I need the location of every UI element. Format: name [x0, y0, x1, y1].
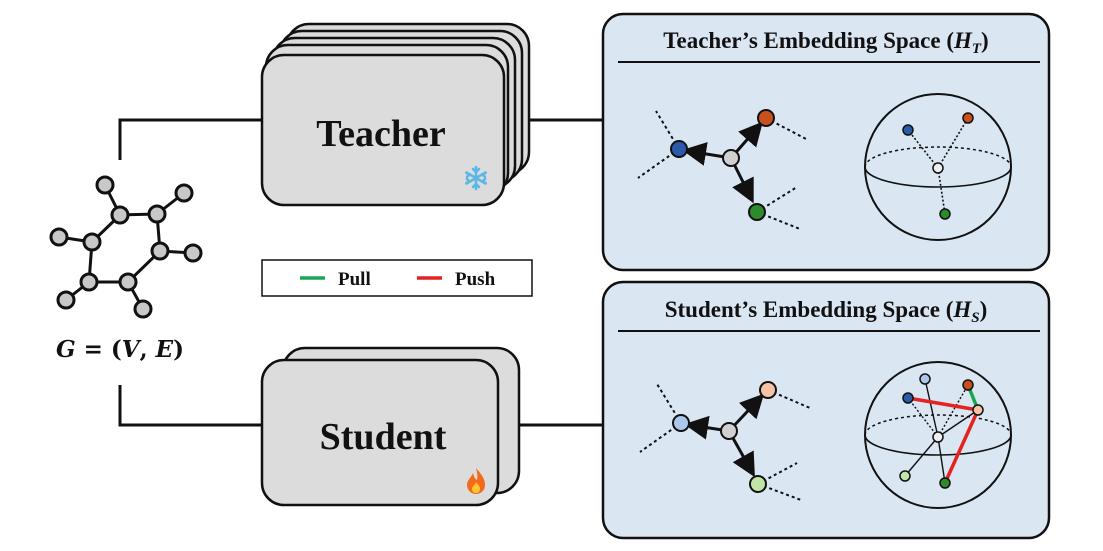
- push-line-lower: [943, 409, 980, 484]
- teacher-anchor-node: [722, 149, 740, 167]
- teacher-blue-node: [670, 140, 688, 158]
- fire-icon: [467, 468, 485, 494]
- student-green-node: [749, 475, 767, 493]
- teacher-sphere: [864, 93, 1012, 241]
- graph-label-close: ): [173, 336, 184, 363]
- graph-label-v: V: [122, 336, 142, 363]
- graph-label-comma: ,: [140, 336, 156, 363]
- teacher-green-node: [748, 203, 766, 221]
- student-sphere: [864, 361, 1012, 509]
- teacher-space-title: Teacher’s Embedding Space (HT): [663, 28, 988, 57]
- teacher-orange-node: [757, 109, 775, 127]
- student-label: Student: [320, 416, 447, 458]
- teacher-embedding-panel: Teacher’s Embedding Space (HT): [601, 12, 1051, 272]
- connector-lines: [118, 118, 603, 427]
- student-anchor-node: [720, 422, 738, 440]
- graph-label: G = (V, E): [56, 336, 184, 363]
- push-line-upper: [907, 396, 979, 412]
- student-local-structure: [639, 381, 811, 501]
- graph-label-eq: = (: [76, 336, 122, 363]
- student-embedding-panel: Student’s Embedding Space (HS): [601, 280, 1051, 540]
- teacher-label: Teacher: [316, 113, 446, 155]
- student-model-stack: [260, 346, 521, 507]
- teacher-local-structure: [637, 109, 809, 230]
- teacher-model-box: [260, 53, 506, 207]
- student-space-title: Student’s Embedding Space (HS): [665, 297, 988, 326]
- graph-to-teacher-line: [118, 118, 262, 160]
- teacher-model-stack: [260, 22, 531, 207]
- molecule-graph: [49, 175, 203, 319]
- legend-pull-label: Pull: [338, 269, 371, 290]
- student-model-box: [260, 358, 500, 507]
- legend: Pull Push: [261, 259, 533, 297]
- graph-label-g: G: [56, 336, 76, 363]
- graph-to-student-line: [118, 385, 262, 427]
- graph-label-e: E: [155, 336, 174, 363]
- student-blue-node: [672, 414, 690, 432]
- legend-push-label: Push: [455, 269, 496, 290]
- molecule-atoms: [49, 175, 203, 319]
- student-orange-node: [759, 381, 777, 399]
- snowflake-icon: [465, 165, 487, 191]
